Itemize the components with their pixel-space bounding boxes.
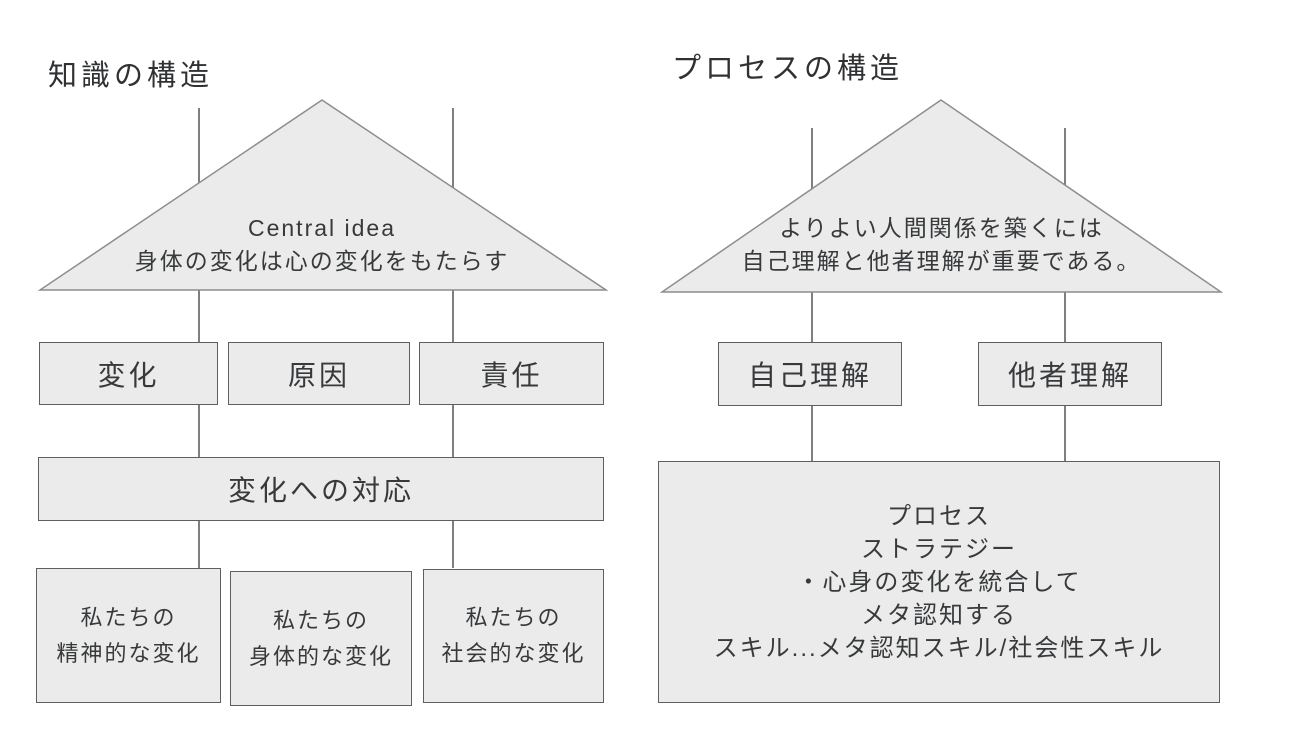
box-our-mental-change-line1: 私たちの — [80, 604, 177, 630]
box-change-label: 変化 — [97, 359, 160, 391]
box-responsibility: 責任 — [419, 342, 604, 405]
right-roof-triangle — [660, 99, 1223, 293]
right-connector-line-right — [1064, 128, 1066, 461]
box-self-understanding-label: 自己理解 — [747, 360, 872, 391]
left-roof-statement: 身体の変化は心の変化をもたらす — [134, 248, 510, 274]
box-our-social-change: 私たちの 社会的な変化 — [423, 569, 604, 703]
box-our-physical-change-line2: 身体的な変化 — [248, 643, 393, 669]
left-roof-heading: Central idea — [247, 215, 397, 241]
box-response-to-change-label: 変化への対応 — [227, 475, 414, 506]
right-roof-text: よりよい人間関係を築くには 自己理解と他者理解が重要である。 — [662, 212, 1221, 278]
box-other-understanding-label: 他者理解 — [1007, 360, 1132, 391]
box-cause-label: 原因 — [287, 359, 350, 391]
box-our-physical-change-line1: 私たちの — [272, 607, 369, 633]
process-box-line1: プロセス — [887, 502, 991, 530]
box-other-understanding: 他者理解 — [978, 342, 1162, 406]
box-our-mental-change: 私たちの 精神的な変化 — [36, 568, 221, 703]
box-responsibility-label: 責任 — [480, 359, 543, 391]
box-our-physical-change: 私たちの 身体的な変化 — [230, 571, 412, 706]
process-box-line5: スキル...メタ認知スキル/社会性スキル — [713, 634, 1165, 662]
process-box-line2: ストラテジー — [861, 535, 1017, 563]
box-cause: 原因 — [228, 342, 410, 405]
left-connector-line-right — [452, 108, 454, 568]
right-roof-line2: 自己理解と他者理解が重要である。 — [741, 248, 1142, 274]
box-our-social-change-line1: 私たちの — [465, 605, 562, 630]
box-self-understanding: 自己理解 — [718, 342, 902, 406]
left-roof-triangle — [38, 99, 608, 291]
box-our-social-change-line2: 社会的な変化 — [441, 641, 586, 666]
right-roof-line1: よりよい人間関係を築くには — [779, 215, 1104, 241]
process-box-line3: ・心身の変化を統合して — [796, 568, 1082, 596]
right-connector-line-left — [811, 128, 813, 461]
right-diagram-title: プロセスの構造 — [672, 53, 904, 85]
box-change: 変化 — [39, 342, 218, 405]
box-our-mental-change-line2: 精神的な変化 — [56, 640, 201, 666]
left-roof-text: Central idea 身体の変化は心の変化をもたらす — [40, 212, 604, 278]
left-diagram-title: 知識の構造 — [48, 60, 214, 92]
left-connector-line-left — [198, 108, 200, 568]
process-box-line4: メタ認知する — [861, 601, 1017, 629]
box-response-to-change: 変化への対応 — [38, 457, 604, 521]
process-strategy-box: プロセス ストラテジー ・心身の変化を統合して メタ認知する スキル...メタ認… — [658, 461, 1220, 703]
